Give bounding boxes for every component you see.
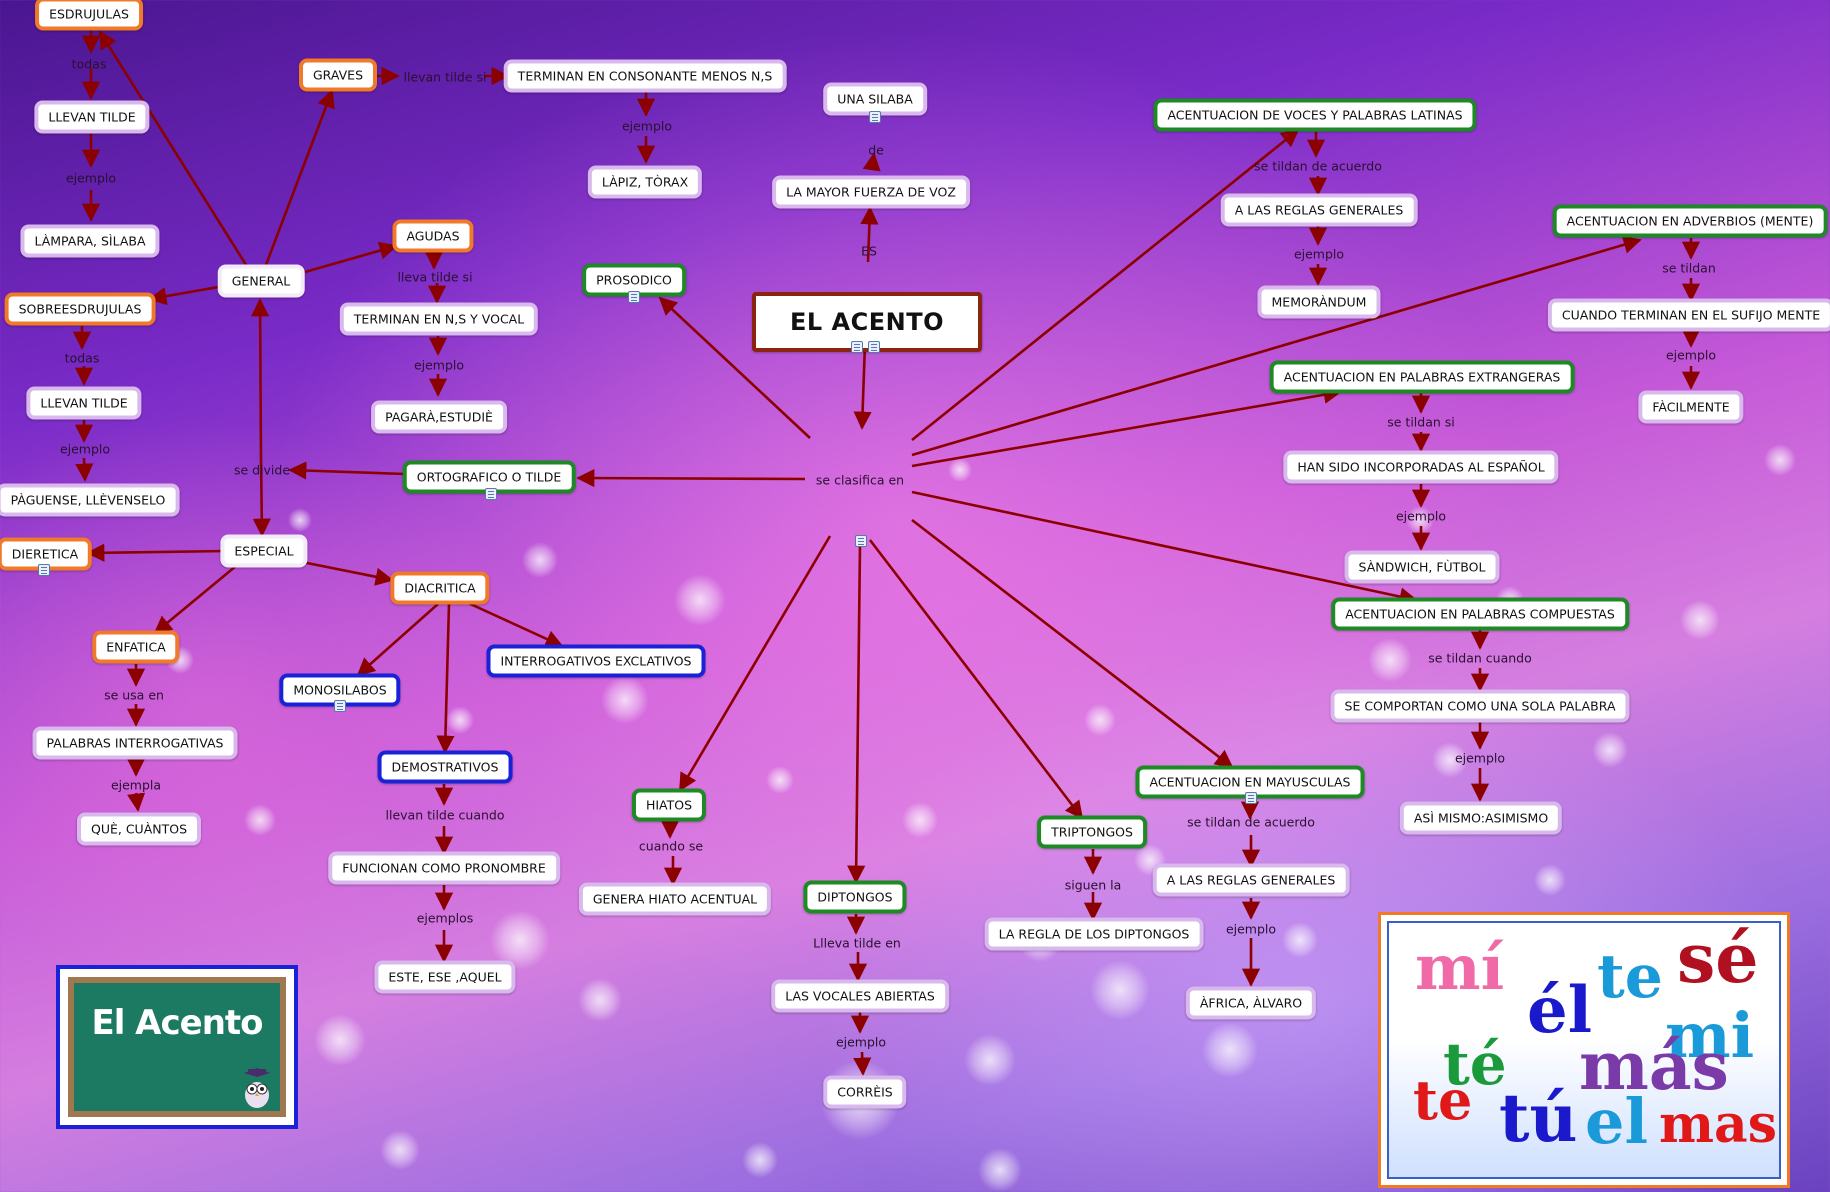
node-llevan-tilde[interactable]: LLEVAN TILDE	[34, 101, 149, 134]
accent-words-panel: mí él te sé té mi más te tú el mas	[1387, 921, 1781, 1179]
node-este-ese[interactable]: ESTE, ESE ,AQUEL	[374, 961, 515, 994]
node-genera-hiato[interactable]: GENERA HIATO ACENTUAL	[579, 883, 771, 916]
note-icon[interactable]	[38, 564, 50, 576]
node-terminan-nsv[interactable]: TERMINAN EN N,S Y VOCAL	[340, 303, 538, 336]
node-reglas-generales[interactable]: A LAS REGLAS GENERALES	[1221, 194, 1418, 227]
word: te	[1597, 947, 1663, 1007]
word: mí	[1415, 937, 1504, 999]
label-se-tildan-si: se tildan si	[1387, 415, 1455, 430]
label-de: de	[868, 143, 884, 158]
label-ejemplo: ejemplo	[414, 358, 464, 373]
note-icon[interactable]	[628, 291, 640, 303]
node-funcionan[interactable]: FUNCIONAN COMO PRONOMBRE	[328, 852, 560, 885]
label-se-tildan: se tildan	[1662, 261, 1716, 276]
label-ejemplo: ejemplo	[66, 171, 116, 186]
label-se-tildan-de-acuerdo: se tildan de acuerdo	[1254, 159, 1382, 174]
node-lampara[interactable]: LÀMPARA, SÌLABA	[20, 225, 159, 258]
node-correis[interactable]: CORRÈIS	[823, 1076, 906, 1109]
node-llevan-tilde[interactable]: LLEVAN TILDE	[26, 387, 141, 420]
note-icon[interactable]	[869, 111, 881, 123]
label-se-divide: se divide	[234, 463, 290, 478]
label-todas: todas	[65, 351, 100, 366]
node-reglas-generales[interactable]: A LAS REGLAS GENERALES	[1153, 864, 1350, 897]
node-especial[interactable]: ESPECIAL	[220, 535, 307, 568]
label-ejemplos: ejemplos	[417, 911, 474, 926]
node-memorandum[interactable]: MEMORÀNDUM	[1258, 286, 1381, 319]
label-siguen-la: siguen la	[1065, 878, 1122, 893]
node-adverbios[interactable]: ACENTUACION EN ADVERBIOS (MENTE)	[1553, 205, 1828, 238]
label-ejemplo: ejemplo	[836, 1035, 886, 1050]
node-palabras-interrogativas[interactable]: PALABRAS INTERROGATIVAS	[33, 727, 238, 760]
node-lapiz[interactable]: LÀPIZ, TÒRAX	[588, 166, 702, 199]
node-asi-mismo[interactable]: ASÌ MISMO:ASIMISMO	[1400, 802, 1562, 835]
word: el	[1585, 1091, 1648, 1153]
label-ejemplo: ejemplo	[1226, 922, 1276, 937]
node-esdrujulas[interactable]: ESDRUJULAS	[35, 0, 143, 31]
node-extranjeras[interactable]: ACENTUACION EN PALABRAS EXTRANGERAS	[1270, 361, 1575, 394]
node-sufijo-mente[interactable]: CUANDO TERMINAN EN EL SUFIJO MENTE	[1548, 299, 1830, 332]
node-pagara[interactable]: PAGARÀ,ESTUDIÈ	[371, 401, 507, 434]
label-ejemplo: ejemplo	[622, 119, 672, 134]
label-ejempla: ejempla	[111, 778, 161, 793]
chalkboard-image: El Acento	[56, 965, 298, 1129]
node-enfatica[interactable]: ENFATICA	[92, 631, 179, 664]
node-demostrativos[interactable]: DEMOSTRATIVOS	[378, 751, 513, 784]
word: tú	[1499, 1085, 1577, 1151]
node-terminan-consonante[interactable]: TERMINAN EN CONSONANTE MENOS N,S	[504, 60, 787, 93]
note-icon[interactable]	[485, 488, 497, 500]
note-icon[interactable]	[851, 341, 863, 353]
label-lleva-tilde-en: Llleva tilde en	[813, 936, 901, 951]
label-se-usa-en: se usa en	[104, 688, 164, 703]
note-icon[interactable]	[334, 700, 346, 712]
label-ejemplo: ejemplo	[1666, 348, 1716, 363]
word: te	[1413, 1073, 1472, 1127]
word: sé	[1677, 925, 1759, 993]
node-compuestas[interactable]: ACENTUACION EN PALABRAS COMPUESTAS	[1331, 598, 1629, 631]
label-se-tildan-cuando: se tildan cuando	[1428, 651, 1531, 666]
owl-icon	[242, 1067, 272, 1109]
word: mas	[1659, 1099, 1777, 1151]
label-se-clasifica-en: se clasifica en	[816, 473, 904, 488]
node-diptongos[interactable]: DIPTONGOS	[803, 881, 906, 914]
node-graves[interactable]: GRAVES	[299, 59, 377, 92]
note-icon[interactable]	[868, 341, 880, 353]
node-hiatos[interactable]: HIATOS	[632, 789, 706, 822]
label-ejemplo: ejemplo	[60, 442, 110, 457]
node-incorporadas[interactable]: HAN SIDO INCORPORADAS AL ESPAÑOL	[1283, 451, 1558, 484]
label-se-tildan-de-acuerdo: se tildan de acuerdo	[1187, 815, 1315, 830]
label-es: ES	[861, 244, 877, 259]
node-africa[interactable]: ÀFRICA, ÀLVARO	[1186, 987, 1316, 1020]
node-interrogativos[interactable]: INTERROGATIVOS EXCLATIVOS	[487, 645, 706, 678]
note-icon[interactable]	[1245, 792, 1257, 804]
node-sobreesdrujulas[interactable]: SOBREESDRUJULAS	[5, 293, 156, 326]
node-vocales-abiertas[interactable]: LAS VOCALES ABIERTAS	[771, 980, 949, 1013]
node-que-cuantos[interactable]: QUÈ, CUÀNTOS	[77, 813, 201, 846]
chalkboard-title: El Acento	[60, 1003, 294, 1043]
node-latinas[interactable]: ACENTUACION DE VOCES Y PALABRAS LATINAS	[1153, 99, 1476, 132]
node-facilmente[interactable]: FÀCILMENTE	[1638, 391, 1743, 424]
accent-words-image: mí él te sé té mi más te tú el mas	[1378, 912, 1790, 1188]
node-mayor-fuerza[interactable]: LA MAYOR FUERZA DE VOZ	[772, 176, 970, 209]
note-icon[interactable]	[855, 535, 867, 547]
node-agudas[interactable]: AGUDAS	[392, 220, 473, 253]
label-ejemplo: ejemplo	[1294, 247, 1344, 262]
label-lleva-tilde-si: lleva tilde si	[397, 270, 472, 285]
root-node[interactable]: EL ACENTO	[752, 292, 982, 352]
node-triptongos[interactable]: TRIPTONGOS	[1037, 816, 1147, 849]
node-sola-palabra[interactable]: SE COMPORTAN COMO UNA SOLA PALABRA	[1331, 690, 1630, 723]
label-cuando-se: cuando se	[639, 839, 703, 854]
node-sandwich[interactable]: SÀNDWICH, FÙTBOL	[1345, 551, 1500, 584]
node-paguense[interactable]: PÀGUENSE, LLÈVENSELO	[0, 484, 179, 517]
label-llevan-tilde-si: llevan tilde si	[403, 70, 486, 85]
node-regla-diptongos[interactable]: LA REGLA DE LOS DIPTONGOS	[985, 918, 1204, 951]
label-ejemplo: ejemplo	[1396, 509, 1446, 524]
node-diacritica[interactable]: DIACRITICA	[390, 572, 489, 605]
label-ejemplo: ejemplo	[1455, 751, 1505, 766]
node-general[interactable]: GENERAL	[218, 265, 305, 298]
label-todas: todas	[72, 57, 107, 72]
label-llevan-tilde-cuando: llevan tilde cuando	[386, 808, 505, 823]
